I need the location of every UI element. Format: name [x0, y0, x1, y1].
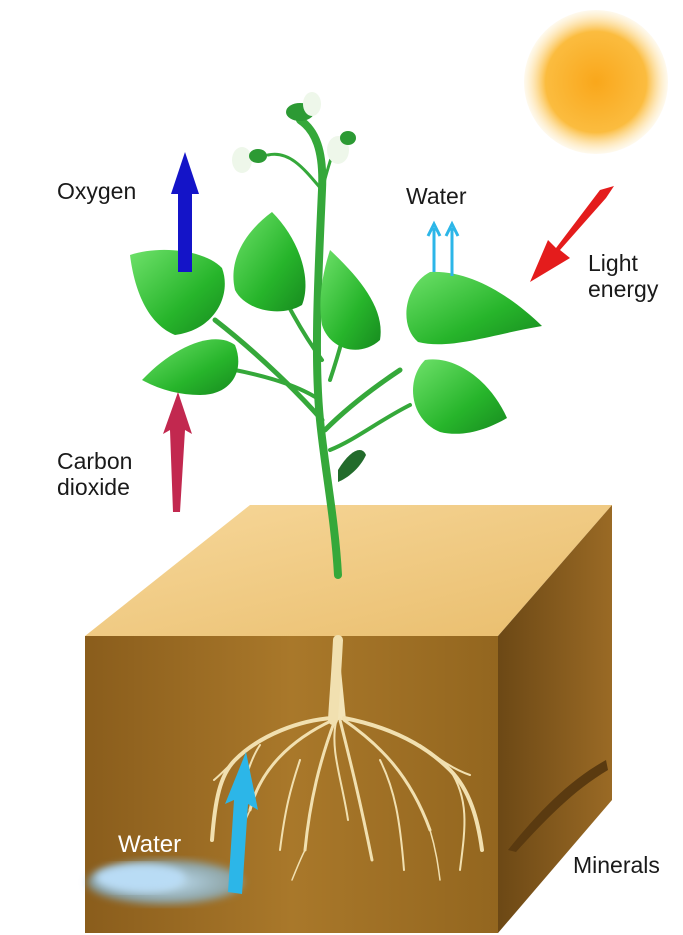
- leaf: [130, 250, 225, 335]
- groundwater: [87, 860, 243, 904]
- leaf: [406, 272, 542, 344]
- groundwater-label: Water: [118, 832, 181, 858]
- water-vapor-arrows: [428, 224, 458, 276]
- carbon-dioxide-arrow: [163, 392, 192, 512]
- water-vapor-label: Water: [406, 183, 467, 209]
- light-energy-label-line-1: Light: [588, 250, 658, 276]
- carbon-dioxide-label: Carbon dioxide: [57, 448, 132, 500]
- carbon-dioxide-label-line-1: Carbon: [57, 448, 132, 474]
- plant-icon: [130, 92, 542, 575]
- leaf: [142, 339, 238, 395]
- light-energy-label-line-2: energy: [588, 276, 658, 302]
- minerals-label: Minerals: [573, 852, 660, 878]
- leaf: [320, 250, 380, 350]
- leaf: [233, 212, 305, 311]
- carbon-dioxide-label-line-2: dioxide: [57, 474, 132, 500]
- leaf: [413, 359, 507, 433]
- light-energy-label: Light energy: [588, 250, 658, 302]
- sun-icon: [524, 10, 668, 154]
- oxygen-label: Oxygen: [57, 178, 136, 204]
